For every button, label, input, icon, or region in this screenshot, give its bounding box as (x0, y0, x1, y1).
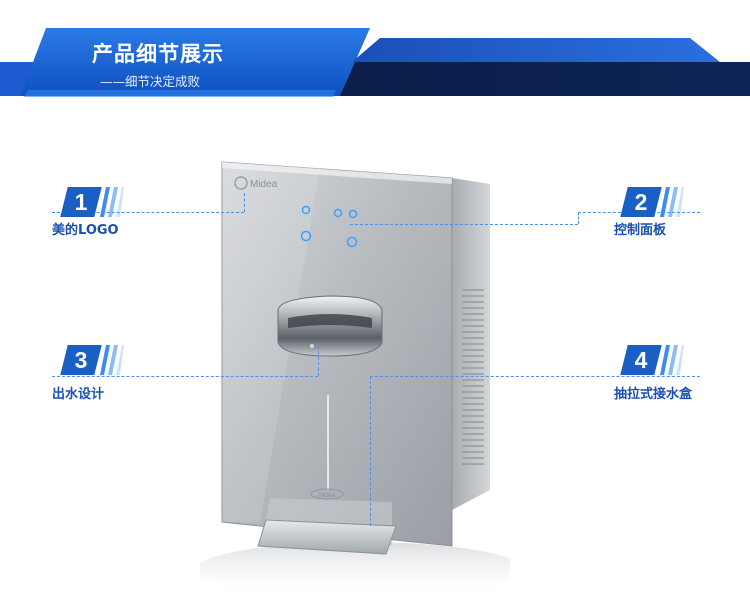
callout-1-number: 1 (64, 187, 98, 217)
callout-3-leader-v (318, 346, 319, 376)
callout-1-leader (52, 212, 244, 213)
tray-logo-text: Midea (319, 493, 336, 499)
dispenser-drawing: Midea Midea (195, 161, 525, 598)
callout-3-label: 出水设计 (52, 387, 105, 402)
callout-4-leader (370, 376, 700, 377)
banner-shape (0, 28, 750, 97)
callout-2-stripes (660, 187, 684, 217)
callout-4-number: 4 (624, 345, 658, 375)
callout-1-leader-v (244, 193, 245, 212)
banner-subtitle: ——细节决定成败 (100, 74, 201, 89)
callout-2-leader (350, 224, 578, 225)
brand-logo-text: Midea (250, 179, 278, 190)
callout-1-label: 美的LOGO (52, 223, 119, 238)
callout-4-leader-v (370, 376, 371, 526)
callout-1-stripes (100, 187, 124, 217)
callout-3-number: 3 (64, 345, 98, 375)
callout-2-label: 控制面板 (614, 223, 667, 238)
callout-4-label: 抽拉式接水盒 (614, 387, 693, 402)
callout-2-number: 2 (624, 187, 658, 217)
callout-3-stripes (100, 345, 124, 375)
banner-title: 产品细节展示 (92, 42, 224, 66)
callout-3-leader (52, 376, 318, 377)
water-dispenser-image: Midea Midea (195, 150, 525, 600)
callout-4-stripes (660, 345, 684, 375)
callout-2-leader-v (578, 212, 579, 224)
header-banner: 产品细节展示 ——细节决定成败 (0, 0, 750, 110)
